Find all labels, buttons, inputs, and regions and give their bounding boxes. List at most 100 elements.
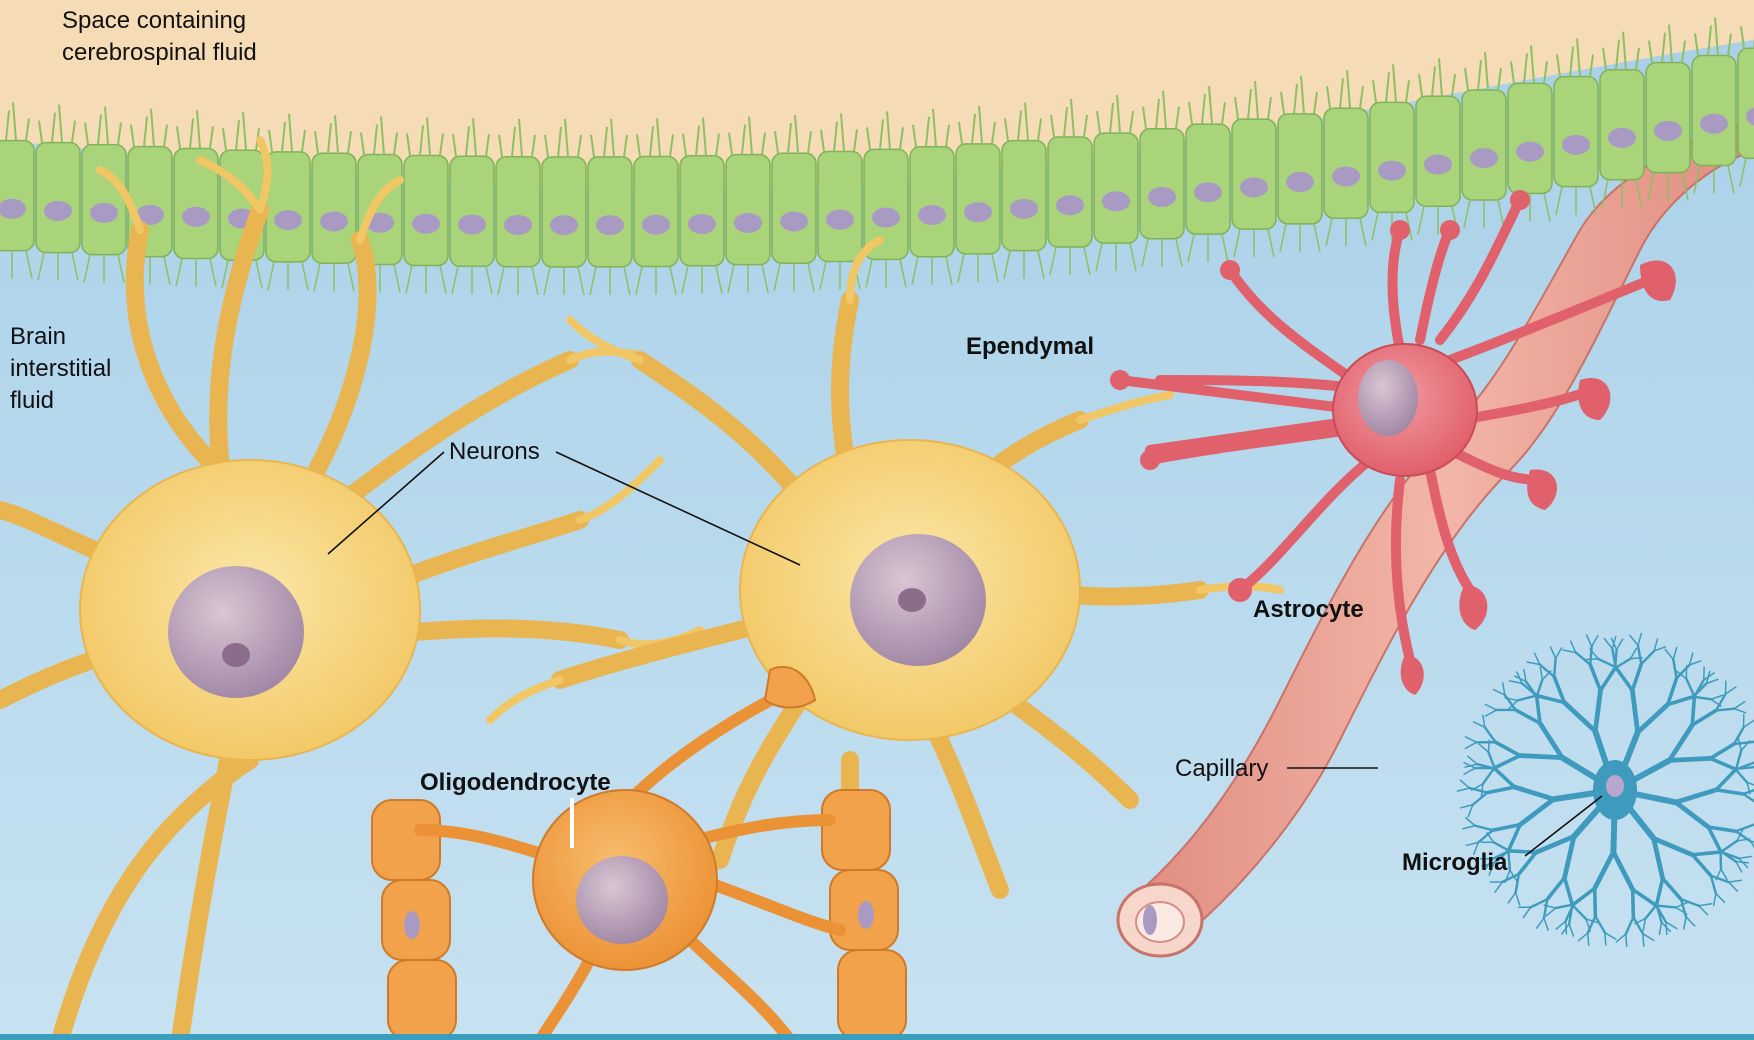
ependymal-basal-process	[577, 266, 585, 296]
microglia-process	[1481, 862, 1495, 867]
microglia-process	[1734, 860, 1743, 873]
ependymal-cilium	[1602, 47, 1607, 70]
ependymal-basal-process	[1049, 246, 1057, 276]
microglia-process	[1665, 694, 1696, 707]
microglia-process	[1477, 828, 1495, 844]
ependymal-cell	[1599, 68, 1645, 181]
microglia-process	[1685, 677, 1696, 698]
ependymal-cell	[725, 153, 771, 266]
ependymal-cilium	[1162, 90, 1167, 129]
microglia-process	[1642, 932, 1655, 942]
microglia-process	[1698, 903, 1713, 907]
oligodendrocyte	[414, 665, 846, 1040]
ependymal-cell	[541, 156, 587, 268]
label-isf-line1: Brain	[10, 323, 66, 350]
ependymal-cilium	[209, 126, 214, 149]
microglia-process	[1719, 839, 1739, 854]
ependymal-nucleus	[1516, 141, 1544, 162]
ependymal-cilium	[748, 116, 753, 155]
microglia-process	[1733, 707, 1747, 714]
microglia-process	[1596, 657, 1617, 669]
microglia-process	[1535, 917, 1545, 929]
microglia-process	[1629, 647, 1638, 660]
microglia-process	[1727, 881, 1739, 892]
ependymal-cilium	[557, 126, 562, 158]
ependymal-cilium	[1155, 98, 1160, 129]
ependymal-nucleus	[1194, 182, 1222, 203]
microglia-process	[1632, 916, 1645, 935]
labels: Space containing cerebrospinal fluid Bra…	[10, 7, 1603, 876]
microglia-process	[1642, 932, 1645, 947]
microglia-nucleus	[1606, 775, 1624, 797]
microglia-process	[1615, 933, 1627, 943]
ependymal-cell	[1553, 75, 1599, 188]
ependymal-cilium	[360, 132, 365, 155]
microglia-process	[1714, 767, 1738, 792]
microglia-process	[1543, 917, 1549, 931]
ependymal-cilium	[104, 106, 109, 145]
ependymal-cilium	[1694, 33, 1699, 56]
microglia-process	[1472, 841, 1480, 856]
microglia-process	[1554, 647, 1563, 660]
ependymal-basal-process	[497, 266, 505, 295]
ependymal-basal-process	[1463, 199, 1471, 229]
ependymal-cell	[403, 154, 449, 267]
ependymal-basal-process	[819, 261, 827, 290]
ependymal-basal-process	[727, 264, 735, 293]
ependymal-cilium	[196, 110, 201, 149]
microglia-process	[1715, 892, 1726, 904]
microglia-process	[1492, 753, 1522, 770]
microglia-process	[1509, 869, 1518, 883]
microglia-process	[1523, 668, 1527, 683]
ependymal-cilium	[544, 134, 549, 158]
ependymal-basal-process	[899, 259, 907, 288]
ependymal-basal-process	[313, 263, 321, 292]
ependymal-cilium	[465, 126, 470, 157]
microglia-process	[1533, 834, 1577, 855]
microglia-process	[1644, 903, 1658, 920]
ependymal-cilium	[971, 113, 976, 145]
ependymal-nucleus	[1102, 191, 1130, 212]
ependymal-nucleus	[1010, 198, 1038, 219]
ependymal-nucleus	[274, 210, 302, 231]
ependymal-cilium	[564, 118, 569, 158]
ependymal-cilium	[301, 129, 306, 152]
microglia-process	[1467, 755, 1478, 765]
microglia-process	[1507, 699, 1519, 711]
microglia-process	[1585, 918, 1591, 933]
ependymal-basal-process	[531, 266, 539, 295]
microglia-process	[1485, 785, 1517, 795]
ependymal-cilium	[150, 108, 155, 147]
ependymal-nucleus	[1240, 177, 1268, 198]
ependymal-cilium	[531, 134, 536, 157]
ependymal-cilium	[314, 131, 319, 154]
microglia-process	[1459, 779, 1471, 789]
microglia-process	[1493, 766, 1517, 789]
microglia-process	[1483, 726, 1497, 744]
ependymal-cilium	[1129, 110, 1134, 134]
microglia-process	[1611, 849, 1636, 892]
ependymal-cilium	[288, 113, 293, 152]
microglia-process	[1625, 933, 1628, 948]
ependymal-cilium	[334, 115, 339, 154]
ependymal-cilium	[853, 129, 858, 152]
ependymal-nucleus	[412, 213, 440, 234]
neuron-left	[0, 136, 704, 1040]
ependymal-nucleus	[1470, 148, 1498, 169]
microglia-process	[1473, 824, 1495, 832]
ependymal-cilium	[1267, 97, 1272, 120]
ependymal-nucleus	[504, 214, 532, 235]
microglia-process	[1480, 783, 1484, 798]
ependymal-cilium	[1017, 110, 1022, 141]
microglia-process	[1604, 931, 1607, 946]
ependymal-cilium	[1339, 78, 1344, 109]
ependymal-nucleus	[182, 206, 210, 227]
microglia-process	[1571, 886, 1597, 907]
ependymal-cell	[449, 155, 495, 268]
ependymal-cilium	[1589, 54, 1594, 77]
microglia-process	[1665, 676, 1679, 707]
ependymal-basal-process	[991, 253, 999, 283]
ependymal-basal-process	[1037, 250, 1045, 279]
ependymal-cilium	[1431, 66, 1436, 97]
ependymal-basal-process	[773, 263, 781, 292]
